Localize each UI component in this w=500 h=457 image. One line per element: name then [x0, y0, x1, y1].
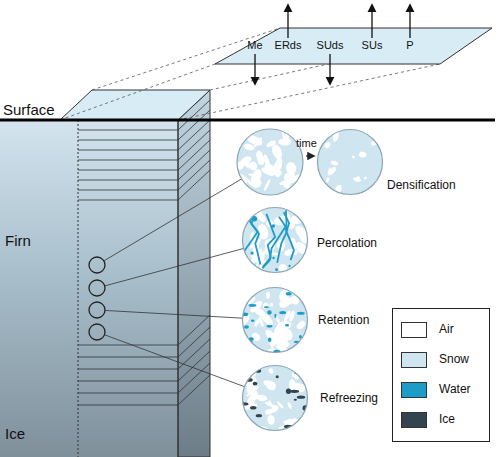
firn-layers — [78, 100, 210, 405]
process-label: Refreezing — [320, 392, 378, 406]
flux-label: SUs — [362, 39, 383, 52]
legend-swatch — [401, 322, 427, 338]
legend-label: Air — [439, 323, 454, 337]
circle-shape — [242, 365, 308, 431]
process-circle: Densification — [317, 129, 383, 195]
time-arrow — [306, 155, 314, 156]
surface-plane: Me ERds SUds SUs P — [215, 26, 493, 66]
firn-column-front — [0, 120, 178, 457]
process-label: Densification — [387, 179, 456, 193]
circle-shape — [242, 287, 308, 353]
legend-label: Ice — [439, 413, 455, 427]
process-circle: Percolation — [242, 207, 308, 273]
legend-swatch — [401, 382, 427, 398]
layer-label: Surface — [3, 101, 55, 118]
legend-row: Snow — [393, 345, 489, 375]
process-label: Retention — [318, 314, 369, 328]
legend-box: AirSnowWaterIce — [392, 308, 490, 442]
flux-label: P — [406, 39, 413, 52]
legend-row: Ice — [393, 405, 489, 435]
circle-shape — [317, 129, 383, 195]
sample-circles — [89, 257, 105, 340]
layer-label: Firn — [5, 232, 31, 249]
legend-swatch — [401, 412, 427, 428]
legend-label: Snow — [439, 353, 469, 367]
process-circle: Retention — [242, 287, 308, 353]
legend-row: Air — [393, 315, 489, 345]
circle-shape — [242, 207, 308, 273]
flux-label: ERds — [275, 39, 302, 52]
legend-label: Water — [439, 383, 471, 397]
process-label: Percolation — [317, 237, 377, 251]
process-circle: Refreezing — [242, 365, 308, 431]
column-edge — [78, 120, 79, 457]
layer-label: Ice — [5, 425, 25, 442]
column-edge — [178, 120, 179, 457]
densification-before-circle — [234, 126, 305, 195]
column-top-face — [60, 90, 210, 120]
projection-lines — [60, 28, 492, 120]
flux-label: Me — [247, 39, 262, 52]
surface-line — [0, 119, 495, 122]
flux-label: SUds — [317, 39, 344, 52]
time-label: time — [296, 137, 317, 150]
legend-row: Water — [393, 375, 489, 405]
leader-lines — [104, 179, 244, 387]
legend-swatch — [401, 352, 427, 368]
